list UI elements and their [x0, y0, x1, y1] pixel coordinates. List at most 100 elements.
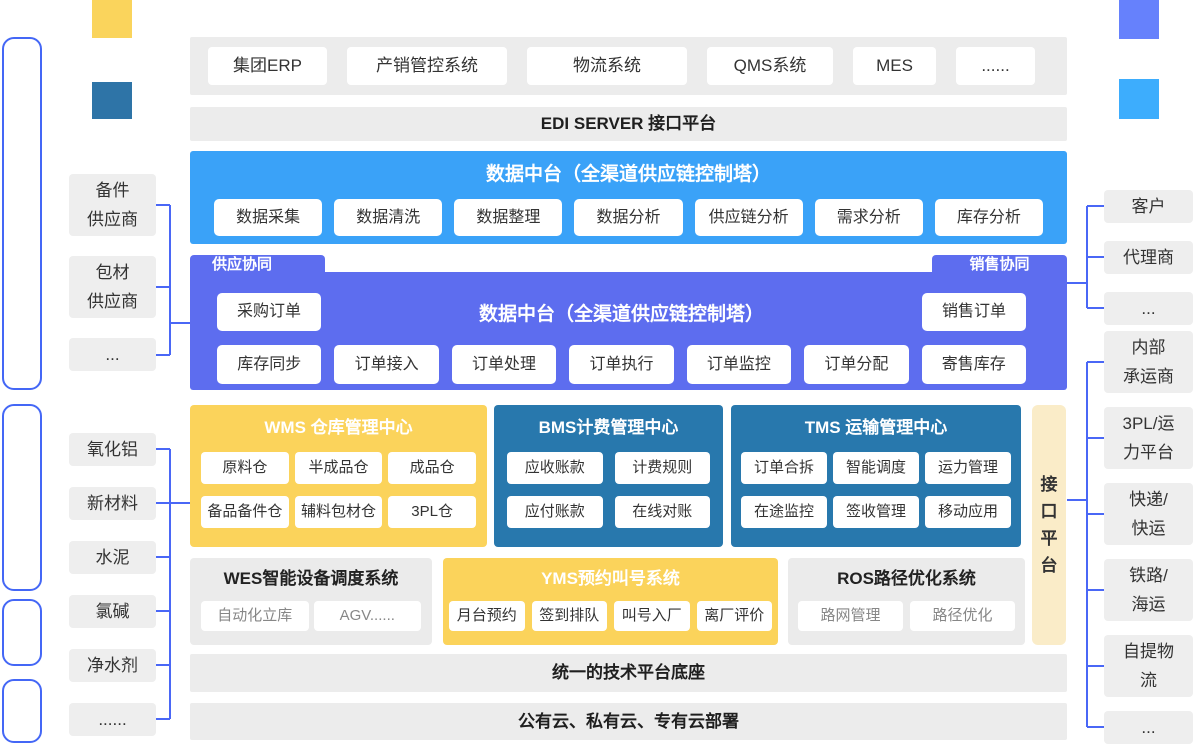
data-platform-section: 数据中台（全渠道供应链控制塔） 数据采集数据清洗数据整理数据分析供应链分析需求分… [190, 151, 1067, 244]
data-platform-box: 数据分析 [574, 199, 683, 236]
tms-box: 运力管理 [925, 452, 1011, 484]
left-outline-pill-3 [2, 599, 42, 666]
data-platform-box: 数据采集 [214, 199, 323, 236]
data-platform-box: 数据清洗 [334, 199, 443, 236]
bms-box: 计费规则 [614, 452, 710, 484]
data-platform-title: 数据中台（全渠道供应链控制塔） [485, 164, 771, 185]
logistics-box: 自提物 流 [1104, 635, 1193, 697]
sales-order-box: 销售订单 [922, 293, 1026, 331]
bms-box: 应付账款 [507, 496, 603, 528]
tms-box: 在途监控 [741, 496, 827, 528]
wms-box: 半成品仓 [294, 452, 383, 484]
decor-square-light-blue [1119, 79, 1159, 119]
interface-platform-bar: 接口平台 [1032, 405, 1066, 645]
supply-collab-tab: 供应协同 [190, 255, 325, 281]
purchase-order-box: 采购订单 [217, 293, 321, 331]
system-box: 物流系统 [527, 47, 687, 85]
yms-box: 月台预约 [449, 601, 525, 631]
interface-platform-label: 接口平台 [1040, 475, 1058, 575]
decor-square-purple [1119, 0, 1159, 39]
edi-server-bar: EDI SERVER 接口平台 [190, 107, 1067, 141]
tms-box: 签收管理 [833, 496, 919, 528]
order-box: 寄售库存 [921, 345, 1026, 384]
tms-items: 订单合拆智能调度运力管理在途监控签收管理移动应用 [731, 452, 1021, 528]
ros-title: ROS路径优化系统 [837, 569, 976, 588]
wes-box: AGV...... [313, 601, 421, 631]
supplier-box: ... [69, 338, 156, 371]
material-box: ...... [69, 703, 156, 736]
ros-box: 路网管理 [798, 601, 903, 631]
supplier-box: 备件 供应商 [69, 174, 156, 236]
decor-square-dark-blue [92, 82, 132, 119]
order-platform-header-row: 采购订单 数据中台（全渠道供应链控制塔） 销售订单 [217, 293, 1026, 331]
tech-base-bar: 统一的技术平台底座 [190, 654, 1067, 692]
ros-items: 路网管理路径优化 [788, 601, 1025, 631]
logistics-box: 内部 承运商 [1104, 331, 1193, 393]
wms-box: 原料仓 [201, 452, 289, 484]
order-box: 订单分配 [804, 345, 909, 384]
logistics-box: 3PL/运 力平台 [1104, 407, 1193, 469]
data-platform-box: 数据整理 [454, 199, 563, 236]
left-materials-group: 氧化铝新材料水泥氯碱净水剂...... [69, 433, 156, 736]
tms-box: 订单合拆 [741, 452, 827, 484]
material-box: 水泥 [69, 541, 156, 574]
order-box: 订单监控 [686, 345, 792, 384]
data-platform-box: 供应链分析 [694, 199, 803, 236]
right-logistics-group: 内部 承运商 3PL/运 力平台快递/ 快运铁路/ 海运自提物 流... [1104, 331, 1193, 744]
sales-collab-tab: 销售协同 [932, 255, 1067, 281]
bms-box: 应收账款 [507, 452, 603, 484]
tms-box: 智能调度 [833, 452, 919, 484]
ros-panel: ROS路径优化系统 路网管理路径优化 [788, 558, 1025, 645]
logistics-box: 快递/ 快运 [1104, 483, 1193, 545]
left-suppliers-group: 备件 供应商包材 供应商... [69, 174, 156, 371]
cloud-deploy-bar: 公有云、私有云、专有云部署 [190, 703, 1067, 740]
tms-panel: TMS 运输管理中心 订单合拆智能调度运力管理在途监控签收管理移动应用 [731, 405, 1021, 547]
data-platform-box: 库存分析 [934, 199, 1043, 236]
yms-title: YMS预约叫号系统 [541, 569, 680, 588]
decor-square-yellow [92, 0, 132, 38]
data-platform-items: 数据采集数据清洗数据整理数据分析供应链分析需求分析库存分析 [214, 199, 1043, 236]
tms-title: TMS 运输管理中心 [804, 418, 948, 437]
yms-box: 叫号入厂 [614, 601, 690, 631]
bms-panel: BMS计费管理中心 应收账款计费规则应付账款在线对账 [494, 405, 723, 547]
order-box: 订单处理 [451, 345, 557, 384]
yms-box: 离厂评价 [696, 601, 772, 631]
wms-box: 3PL仓 [388, 496, 476, 528]
yms-panel: YMS预约叫号系统 月台预约签到排队叫号入厂离厂评价 [443, 558, 778, 645]
wes-box: 自动化立库 [201, 601, 309, 631]
customer-box: 代理商 [1104, 241, 1193, 274]
wms-box: 辅料包材仓 [294, 496, 383, 528]
tms-box: 移动应用 [925, 496, 1011, 528]
order-platform-section: 供应协同 销售协同 采购订单 数据中台（全渠道供应链控制塔） 销售订单 库存同步… [190, 255, 1067, 390]
left-outline-pill-4 [2, 679, 42, 743]
wes-title: WES智能设备调度系统 [223, 569, 399, 588]
customer-box: 客户 [1104, 190, 1193, 223]
wms-box: 成品仓 [388, 452, 476, 484]
logistics-box: ... [1104, 711, 1193, 744]
order-platform-items: 库存同步订单接入订单处理订单执行订单监控订单分配寄售库存 [217, 345, 1026, 384]
customer-box: ... [1104, 292, 1193, 325]
bms-items: 应收账款计费规则应付账款在线对账 [494, 452, 723, 528]
material-box: 净水剂 [69, 649, 156, 682]
bms-box: 在线对账 [614, 496, 710, 528]
yms-box: 签到排队 [531, 601, 607, 631]
yms-items: 月台预约签到排队叫号入厂离厂评价 [443, 601, 778, 631]
material-box: 氯碱 [69, 595, 156, 628]
logistics-box: 铁路/ 海运 [1104, 559, 1193, 621]
system-box: ...... [956, 47, 1035, 85]
wms-box: 备品备件仓 [201, 496, 289, 528]
system-box: QMS系统 [707, 47, 833, 85]
order-box: 订单执行 [569, 345, 674, 384]
left-outline-pill-2 [2, 404, 42, 591]
material-box: 新材料 [69, 487, 156, 520]
ros-box: 路径优化 [910, 601, 1015, 631]
system-box: MES [853, 47, 936, 85]
bms-title: BMS计费管理中心 [538, 418, 679, 437]
